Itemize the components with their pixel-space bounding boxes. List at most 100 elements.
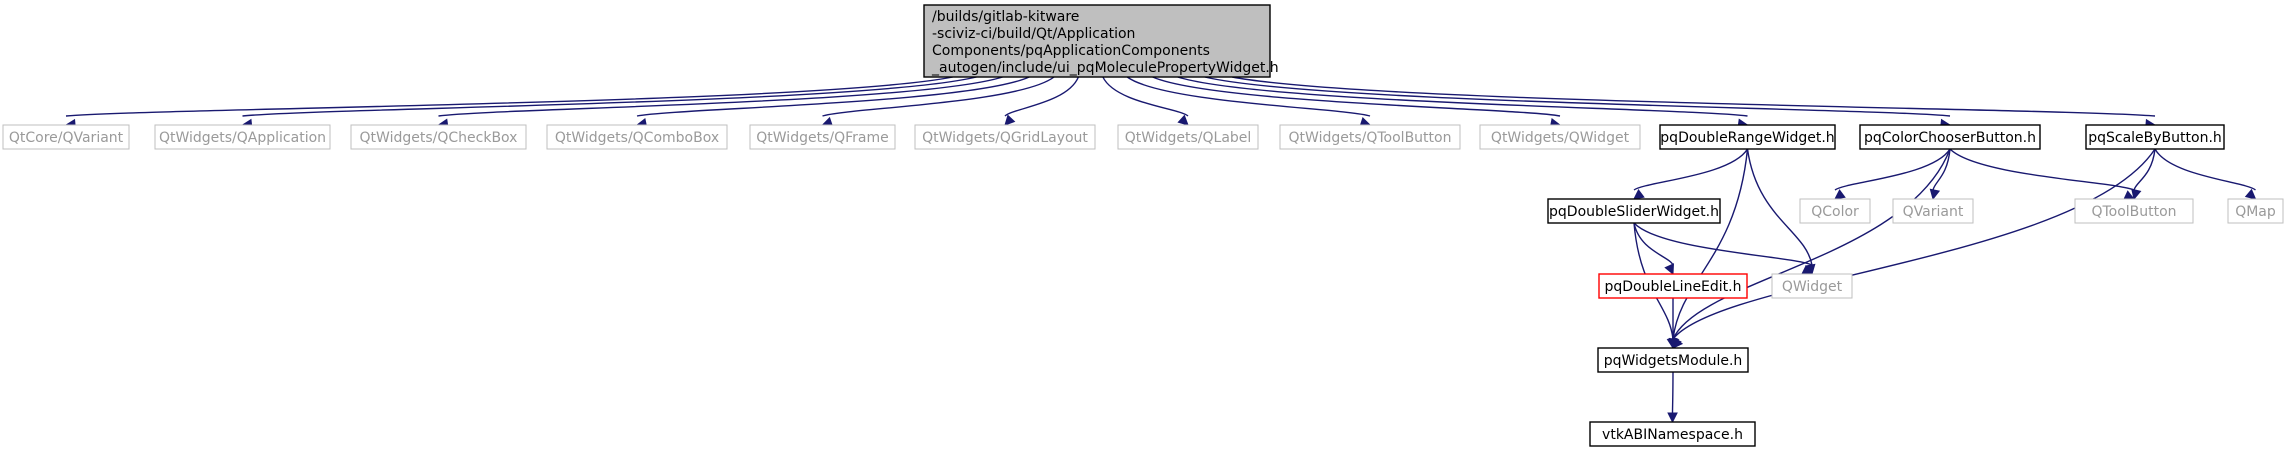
root-label-line: Components/pqApplicationComponents	[932, 43, 1210, 59]
node-label: pqDoubleLineEdit.h	[1605, 279, 1742, 295]
root-label-line: _autogen/include/ui_pqMoleculePropertyWi…	[931, 60, 1279, 76]
arrowhead	[1929, 188, 1941, 201]
node-label: QWidget	[1782, 279, 1843, 295]
arrowhead	[1667, 338, 1679, 350]
edges-layer	[64, 76, 2257, 424]
node-vtkabinamespace[interactable]: vtkABINamespace.h	[1589, 421, 1756, 447]
node-qcombobox: QtWidgets/QComboBox	[546, 124, 728, 150]
node-qapplication: QtWidgets/QApplication	[154, 124, 331, 150]
arrowhead	[1667, 412, 1678, 424]
edge-root-to-qtoolbutton-w	[1126, 76, 1371, 117]
edge-pqdoublerange-to-qwidget	[1746, 148, 1813, 266]
node-root: /builds/gitlab-kitware-sciviz-ci/build/Q…	[923, 4, 1279, 78]
node-box	[749, 124, 896, 150]
arrowhead	[1633, 189, 1645, 200]
node-box	[1892, 198, 1974, 224]
node-box	[1547, 198, 1721, 224]
edge-pqcolorchooser-to-pqwidgetsmodule	[1672, 148, 1951, 340]
node-box	[1859, 124, 2041, 150]
edge-pqdoubleslider-to-pqdoublelineedit	[1633, 222, 1674, 266]
node-qtoolbutton: QToolButton	[2074, 198, 2194, 224]
node-box	[1479, 124, 1641, 150]
edge-root-to-qcheckbox	[438, 76, 1003, 117]
node-label: QtWidgets/QGridLayout	[922, 130, 1088, 146]
edge-root-to-qcombobox	[636, 76, 1030, 117]
arrowhead	[2131, 188, 2142, 201]
node-box	[2, 124, 130, 150]
node-pqscaleby[interactable]: pqScaleByButton.h	[2085, 124, 2225, 150]
node-label: QVariant	[1903, 204, 1964, 220]
node-label: QToolButton	[2091, 204, 2176, 220]
node-qtoolbutton-w: QtWidgets/QToolButton	[1279, 124, 1461, 150]
root-label-line: -sciviz-ci/build/Qt/Application	[932, 26, 1135, 42]
nodes-layer: /builds/gitlab-kitware-sciviz-ci/build/Q…	[2, 4, 2284, 447]
node-qwidget-w: QtWidgets/QWidget	[1479, 124, 1641, 150]
edge-pqscaleby-to-qmap	[2154, 148, 2256, 191]
node-box	[154, 124, 331, 150]
node-box	[2227, 198, 2284, 224]
node-box	[914, 124, 1096, 150]
node-label: QMap	[2235, 204, 2276, 220]
edge-root-to-qapplication	[242, 76, 977, 117]
edge-pqcolorchooser-to-qtoolbutton	[1949, 148, 2135, 191]
node-qwidget: QWidget	[1771, 273, 1853, 299]
node-box	[1799, 198, 1871, 224]
edge-pqcolorchooser-to-qvariant	[1932, 148, 1951, 191]
edge-root-to-qvariant-core	[65, 76, 953, 117]
node-box	[2074, 198, 2194, 224]
node-label: pqDoubleRangeWidget.h	[1660, 130, 1834, 146]
arrowhead	[1004, 114, 1016, 126]
node-qlabel: QtWidgets/QLabel	[1117, 124, 1259, 150]
edge-pqcolorchooser-to-qcolor	[1834, 148, 1951, 191]
node-box	[350, 124, 527, 150]
edge-root-to-qwidget-w	[1152, 76, 1561, 117]
node-label: pqColorChooserButton.h	[1864, 130, 2036, 146]
node-label: QtWidgets/QApplication	[159, 130, 326, 146]
node-label: pqScaleByButton.h	[2088, 130, 2222, 146]
node-box	[1771, 273, 1853, 299]
edge-root-to-pqscaleby	[1232, 76, 2156, 117]
node-label: QtWidgets/QToolButton	[1289, 130, 1452, 146]
node-box	[1117, 124, 1259, 150]
node-pqdoublerange[interactable]: pqDoubleRangeWidget.h	[1659, 124, 1836, 150]
node-label: QtCore/QVariant	[9, 130, 124, 146]
node-label: pqDoubleSliderWidget.h	[1549, 204, 1719, 220]
node-box	[2085, 124, 2225, 150]
node-label: QtWidgets/QFrame	[756, 130, 888, 146]
node-qgridlayout: QtWidgets/QGridLayout	[914, 124, 1096, 150]
node-pqcolorchooser[interactable]: pqColorChooserButton.h	[1859, 124, 2041, 150]
arrowhead	[1177, 114, 1189, 126]
node-label: vtkABINamespace.h	[1602, 427, 1743, 443]
node-qmap: QMap	[2227, 198, 2284, 224]
node-pqdoubleslider[interactable]: pqDoubleSliderWidget.h	[1547, 198, 1721, 224]
arrowhead	[1664, 263, 1675, 276]
edge-root-to-qgridlayout	[1004, 76, 1080, 117]
root-label-line: /builds/gitlab-kitware	[932, 9, 1079, 25]
node-box	[1598, 273, 1748, 299]
node-qframe: QtWidgets/QFrame	[749, 124, 896, 150]
edge-pqdoublerange-to-pqdoubleslider	[1633, 148, 1749, 191]
node-qvariant-core: QtCore/QVariant	[2, 124, 130, 150]
edge-pqdoubleslider-to-qwidget	[1633, 222, 1813, 266]
node-box	[1589, 421, 1756, 447]
node-qcolor: QColor	[1799, 198, 1871, 224]
edge-pqdoublerange-to-pqwidgetsmodule	[1672, 148, 1749, 340]
node-label: QtWidgets/QCheckBox	[360, 130, 518, 146]
edge-pqscaleby-to-qtoolbutton	[2133, 148, 2156, 191]
node-qcheckbox: QtWidgets/QCheckBox	[350, 124, 527, 150]
arrowhead	[2244, 188, 2257, 200]
node-box	[546, 124, 728, 150]
edge-pqscaleby-to-pqwidgetsmodule	[1672, 148, 2156, 340]
edge-root-to-qframe	[822, 76, 1055, 117]
node-label: QtWidgets/QLabel	[1125, 130, 1252, 146]
edge-root-to-pqdoublerange	[1177, 76, 1748, 117]
edge-pqwidgetsmodule-to-vtkabinamespace	[1671, 371, 1674, 414]
arrowhead	[1834, 189, 1846, 200]
node-pqdoublelineedit[interactable]: pqDoubleLineEdit.h	[1598, 273, 1748, 299]
node-pqwidgetsmodule[interactable]: pqWidgetsModule.h	[1597, 347, 1749, 373]
node-label: QtWidgets/QWidget	[1491, 130, 1630, 146]
node-label: pqWidgetsModule.h	[1604, 353, 1743, 369]
node-label: QtWidgets/QComboBox	[555, 130, 719, 146]
edge-root-to-pqcolorchooser	[1204, 76, 1951, 117]
